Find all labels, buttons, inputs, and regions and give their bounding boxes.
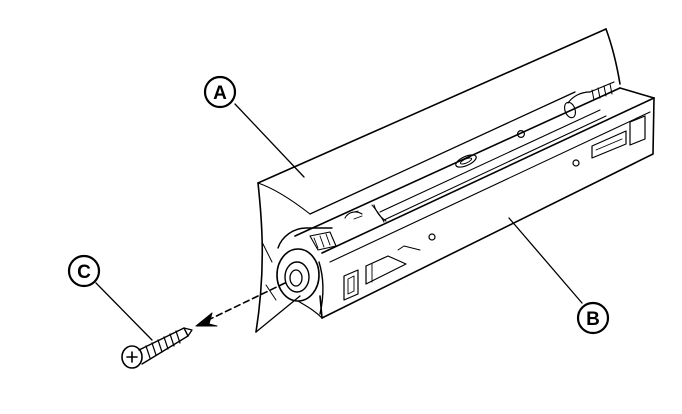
callout-label-b: B (586, 309, 600, 330)
callout-c: C (69, 256, 99, 286)
callout-b: B (578, 303, 608, 333)
leader-lines (96, 104, 582, 340)
callout-a: A (205, 77, 235, 107)
leader-line-a (235, 104, 304, 177)
callout-label-a: A (213, 83, 227, 104)
leader-line-c (96, 283, 152, 340)
screw-part-c (122, 328, 192, 368)
cover-part-a (256, 29, 620, 332)
rail-housing-part-b (277, 82, 654, 318)
callout-label-c: C (77, 262, 91, 283)
leader-line-b (509, 218, 582, 303)
